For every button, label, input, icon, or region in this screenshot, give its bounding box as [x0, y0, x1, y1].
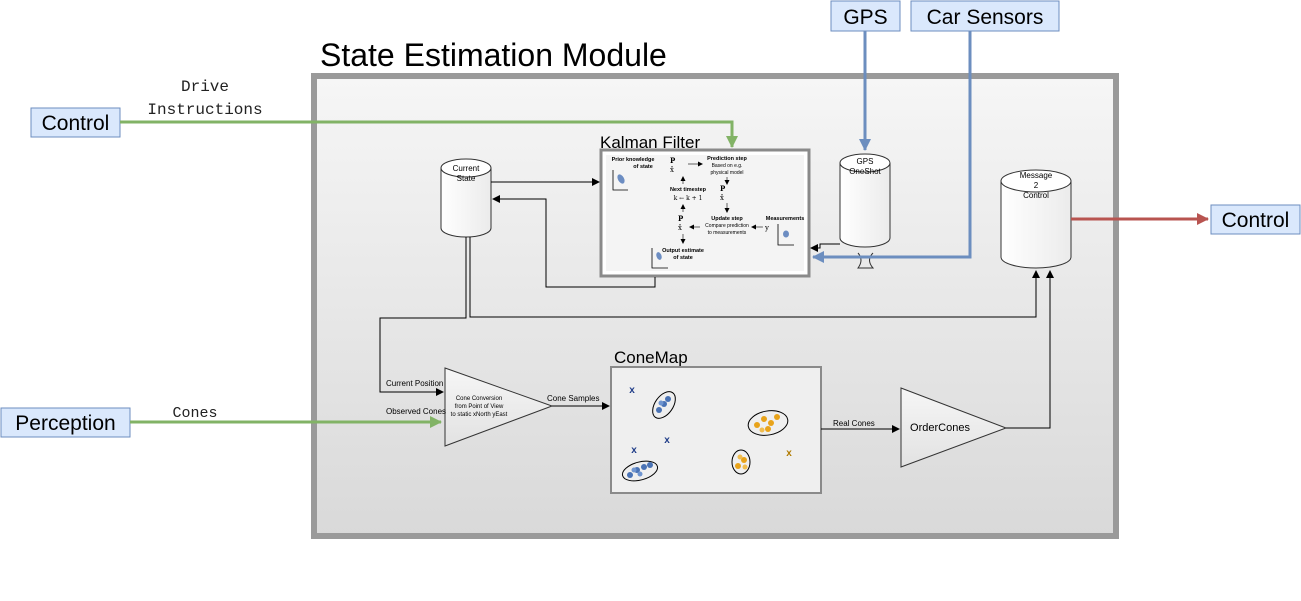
kf-output-2: of state	[673, 255, 693, 261]
kf-measurements: Measurements	[766, 216, 805, 222]
conemap-points: x x x x	[621, 385, 792, 482]
cone-conversion-label-3: to static xNorth yEast	[451, 412, 508, 418]
perception-label: Perception	[15, 412, 115, 435]
perception-box[interactable]: Perception	[0, 407, 131, 438]
message-label-3: Control	[1023, 191, 1049, 200]
car-sensors-label: Car Sensors	[927, 6, 1044, 29]
conemap-title: ConeMap	[614, 348, 688, 367]
kf-update-1: Update step	[711, 216, 743, 222]
kf-prediction-2: Based on e.g.	[712, 163, 743, 169]
order-cones-label: OrderCones	[910, 422, 970, 434]
kalman-to-state-edge	[492, 195, 656, 288]
cone-x-icon: x	[629, 385, 635, 396]
state-to-message-edge	[469, 237, 1040, 318]
control-to-kalman-edge	[120, 120, 738, 148]
internal-connectors	[379, 178, 1054, 433]
kf-prior-text-1: Prior knowledge	[612, 157, 655, 163]
control-output-box[interactable]: Control	[1210, 204, 1301, 235]
kf-next-1: Next timestep	[670, 187, 707, 193]
drive-instructions-label-1: Drive	[181, 78, 229, 96]
kf-prediction-1: Prediction step	[707, 156, 747, 162]
state-to-cone-conversion-edge	[379, 237, 467, 396]
cone-samples-label: Cone Samples	[547, 394, 599, 403]
gps-oneshot-to-kalman-edge	[810, 243, 840, 252]
control-input-label: Control	[42, 112, 110, 135]
module-title: State Estimation Module	[320, 37, 667, 73]
kalman-filter-title: Kalman Filter	[600, 133, 700, 152]
cones-edge-label: Cones	[172, 405, 217, 422]
real-cones-label: Real Cones	[833, 419, 875, 428]
kf-x-kk: x̂	[678, 223, 682, 232]
gps-oneshot-label-2: OneShot	[849, 167, 881, 176]
cone-x-icon: x	[664, 435, 670, 446]
drive-instructions-label-2: Instructions	[147, 101, 262, 119]
control-output-label: Control	[1222, 209, 1290, 232]
message-label-1: Message	[1020, 171, 1053, 180]
ordercones-to-message-edge	[1006, 270, 1054, 429]
kalman-filter-figure: Prior knowledge of state P x̂ Prediction…	[612, 156, 805, 269]
cone-conversion-label-1: Cone Conversion	[456, 396, 502, 402]
gps-label: GPS	[843, 6, 887, 29]
kf-next-2: k ← k + 1	[674, 195, 703, 202]
cone-conversion-block[interactable]: Cone Conversion from Point of View to st…	[444, 367, 554, 447]
kalman-filter-box[interactable]	[599, 148, 811, 278]
message-label-2: 2	[1034, 181, 1039, 190]
car-sensors-to-kalman-edge	[812, 31, 972, 263]
kf-p-prior: P	[670, 156, 676, 165]
car-sensors-box[interactable]: Car Sensors	[910, 0, 1060, 32]
kf-x-kk1: x̂	[720, 193, 724, 202]
kf-p-kk: P	[678, 214, 684, 223]
kf-p-kk1: P	[720, 184, 726, 193]
current-state-label-1: Current	[453, 164, 480, 173]
kf-output-1: Output estimate	[662, 248, 704, 254]
cone-x-icon: x	[631, 445, 637, 456]
cone-x-icon: x	[786, 448, 792, 459]
kf-prior-text-2: of state	[633, 164, 653, 170]
kf-x-prior: x̂	[670, 165, 674, 174]
current-state-store[interactable]: Current State	[440, 158, 492, 238]
gps-oneshot-label-1: GPS	[857, 157, 874, 166]
kf-update-2: Compare prediction	[705, 223, 749, 229]
kf-yk: y	[764, 224, 769, 232]
gps-box[interactable]: GPS	[830, 0, 901, 32]
control-input-box[interactable]: Control	[30, 107, 121, 138]
current-state-label-2: State	[457, 174, 476, 183]
observed-cones-label: Observed Cones	[386, 407, 446, 416]
message-2-control-store[interactable]: Message 2 Control	[1000, 169, 1072, 269]
gps-oneshot-store[interactable]: GPS OneShot	[839, 153, 891, 269]
conemap-box[interactable]	[610, 366, 822, 494]
kf-prediction-3: physical model	[710, 170, 743, 176]
current-position-label: Current Position	[386, 379, 443, 388]
order-cones-block[interactable]: OrderCones	[900, 387, 1008, 468]
kf-update-3: to measurements	[708, 230, 747, 236]
cone-conversion-label-2: from Point of View	[455, 404, 504, 410]
